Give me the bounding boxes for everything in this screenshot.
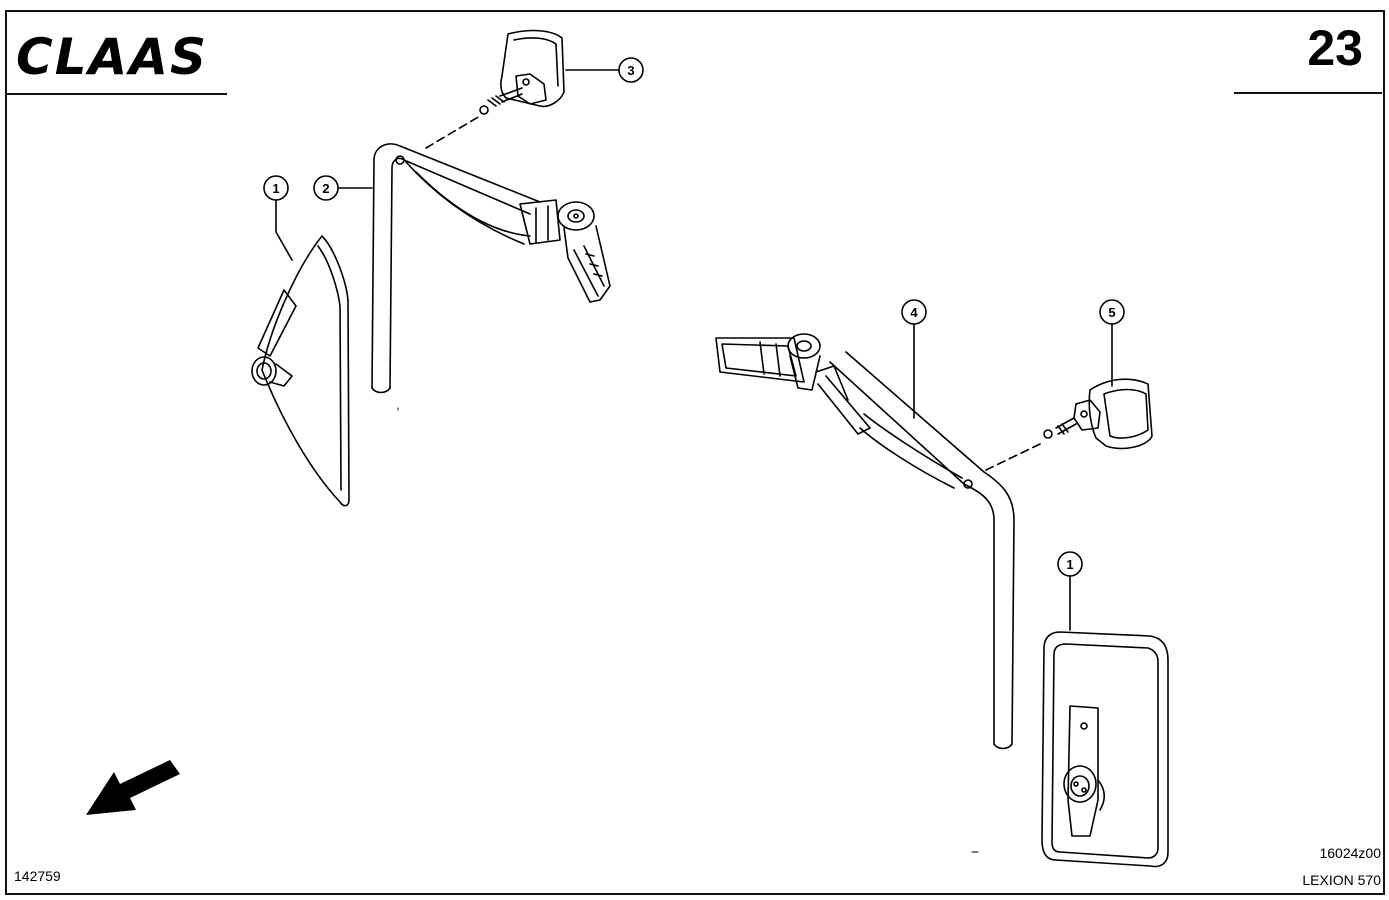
right-mirror-arm [715, 333, 1015, 750]
claas-logo: CLAAS [16, 30, 208, 80]
callout-3-label: 3 [627, 63, 634, 78]
drawing-code: 16024z00 [1319, 845, 1381, 861]
right-mirror [1041, 631, 1169, 868]
left-work-lamp [479, 29, 565, 115]
leader-1-left [275, 199, 293, 261]
callout-2: 2 [313, 175, 339, 201]
left-mirror-arm [371, 143, 611, 394]
callout-2-label: 2 [322, 181, 329, 196]
callout-3: 3 [618, 57, 644, 83]
right-lamp-mount-line [985, 443, 1041, 471]
callout-4-label: 4 [910, 305, 918, 320]
illustration-number: 142759 [14, 868, 61, 884]
callout-1-left-label: 1 [272, 181, 279, 196]
left-lamp-mount-line [425, 115, 481, 149]
page-frame [5, 10, 1385, 895]
page-number: 23 [1307, 20, 1363, 76]
machine-model: LEXION 570 [1302, 872, 1381, 888]
callout-1-left: 1 [263, 175, 289, 201]
callout-4: 4 [901, 299, 927, 325]
callout-5-label: 5 [1108, 305, 1115, 320]
direction-arrow-icon [86, 760, 180, 815]
callout-1-right-label: 1 [1066, 557, 1073, 572]
header-rule-right [1234, 92, 1382, 94]
header-rule-left [7, 93, 227, 95]
left-mirror [251, 235, 350, 507]
callout-5: 5 [1099, 299, 1125, 325]
callout-1-right: 1 [1057, 551, 1083, 577]
brand-logo-text: CLAAS [16, 30, 208, 80]
callout-markers: 1 2 3 4 5 1 [263, 57, 1125, 577]
right-work-lamp [1043, 378, 1153, 450]
